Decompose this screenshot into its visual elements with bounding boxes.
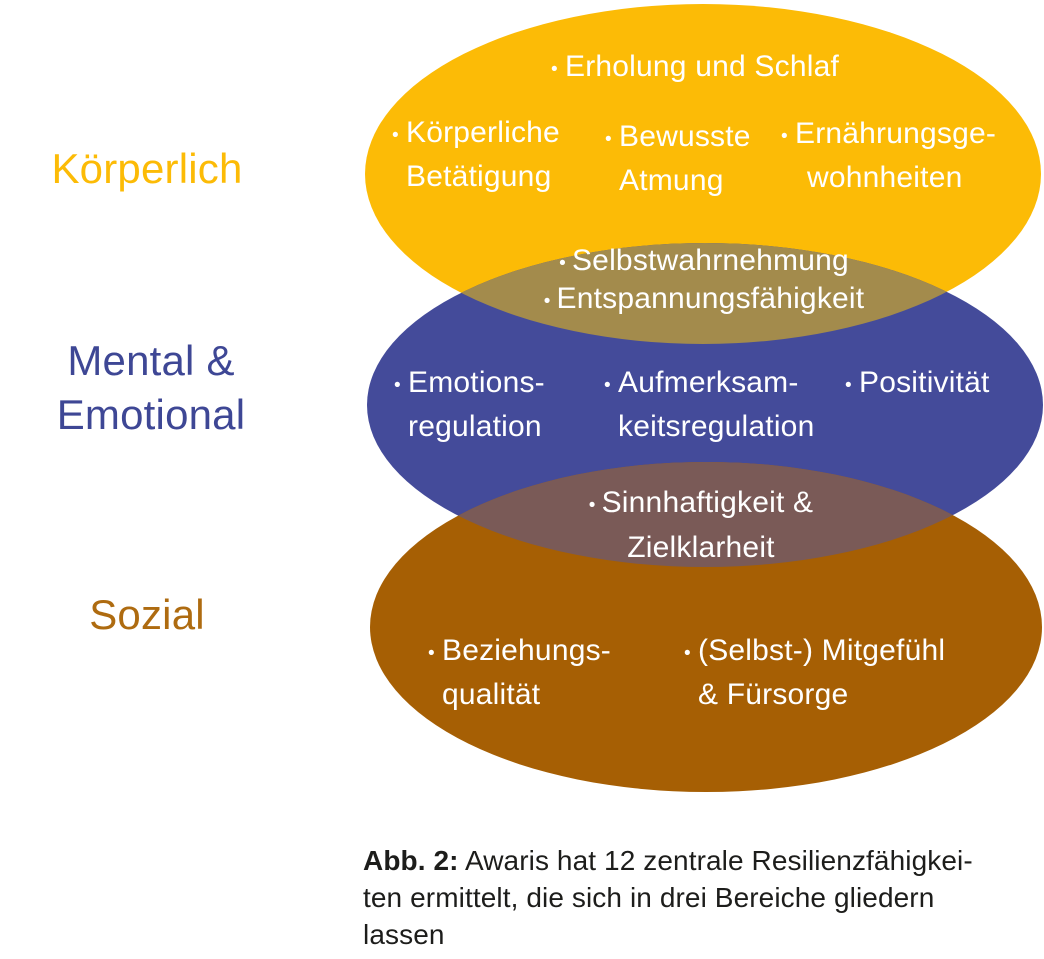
item-beziehungsqualitaet: • Beziehungs- qualität bbox=[428, 630, 611, 715]
item-text: Zielklarheit bbox=[627, 531, 775, 564]
item-erholung-und-schlaf: • Erholung und Schlaf bbox=[551, 46, 839, 90]
bullet-icon: • bbox=[781, 126, 788, 147]
figure-caption-text: Awaris hat 12 zentrale Resilienzfähigkei… bbox=[464, 845, 973, 876]
item-ernaehrungsgewohnheiten: • Ernährungsge- wohnheiten bbox=[781, 113, 996, 198]
item-text: Betätigung bbox=[406, 160, 552, 193]
bullet-icon: • bbox=[551, 59, 558, 80]
item-text: Beziehungs- bbox=[442, 634, 611, 667]
area-label-koerperlich: Körperlich bbox=[51, 145, 243, 192]
bullet-icon: • bbox=[559, 253, 566, 274]
bullet-icon: • bbox=[684, 643, 691, 664]
item-koerperliche-betaetigung: • Körperliche Betätigung bbox=[392, 112, 560, 197]
figure-caption-label: Abb. 2: bbox=[363, 845, 459, 876]
item-text: Selbstwahrnehmung bbox=[571, 244, 849, 277]
item-text: Körperliche bbox=[406, 116, 560, 149]
item-text: keitsregulation bbox=[618, 410, 815, 443]
bullet-icon: • bbox=[392, 125, 399, 146]
bullet-icon: • bbox=[845, 375, 852, 396]
item-selbst-mitgefuehl-fuersorge: • (Selbst-) Mitgefühl & Fürsorge bbox=[684, 630, 945, 715]
item-text: Bewusste bbox=[619, 120, 751, 153]
mental-social-overlap bbox=[370, 462, 1042, 567]
bullet-icon: • bbox=[394, 375, 401, 396]
figure-caption-text: ten ermittelt, die sich in drei Bereiche… bbox=[363, 882, 935, 913]
bullet-icon: • bbox=[604, 375, 611, 396]
figure-caption-text: lassen bbox=[363, 919, 445, 950]
bullet-icon: • bbox=[543, 291, 551, 312]
item-emotionsregulation: • Emotions- regulation bbox=[394, 362, 545, 447]
area-label-line: Emotional bbox=[56, 391, 246, 438]
bullet-icon: • bbox=[588, 495, 596, 516]
item-text: & Fürsorge bbox=[698, 678, 849, 711]
item-text: Sinnhaftigkeit & bbox=[601, 486, 814, 519]
item-selbstwahrnehmung: •Selbstwahrnehmung bbox=[559, 242, 849, 283]
item-text: (Selbst-) Mitgefühl bbox=[698, 634, 946, 667]
item-bewusste-atmung: • Bewusste Atmung bbox=[605, 116, 751, 201]
item-text: Positivität bbox=[859, 366, 990, 399]
area-label-mental-emotional: Mental & Emotional bbox=[57, 334, 246, 442]
physical-ellipse bbox=[365, 4, 1041, 344]
item-aufmerksamkeitsregulation: • Aufmerksam- keitsregulation bbox=[604, 362, 814, 447]
figure-caption: Abb. 2: Awaris hat 12 zentrale Resilienz… bbox=[363, 842, 973, 953]
item-text: Atmung bbox=[619, 164, 724, 197]
item-text: Erholung und Schlaf bbox=[565, 50, 839, 83]
bullet-icon: • bbox=[428, 643, 435, 664]
item-entspannungsfaehigkeit: •Entspannungsfähigkeit bbox=[544, 280, 865, 321]
item-text: wohnheiten bbox=[807, 161, 963, 194]
item-positivitaet: • Positivität bbox=[845, 362, 990, 406]
item-text: Aufmerksam- bbox=[618, 366, 799, 399]
item-text: regulation bbox=[408, 410, 542, 443]
area-label-sozial: Sozial bbox=[89, 591, 205, 638]
area-label-line: Mental & bbox=[67, 337, 235, 384]
item-text: qualität bbox=[442, 678, 541, 711]
item-text: Emotions- bbox=[408, 366, 545, 399]
bullet-icon: • bbox=[605, 129, 612, 150]
item-text: Entspannungsfähigkeit bbox=[556, 282, 865, 315]
item-text: Ernährungsge- bbox=[795, 117, 997, 150]
item-sinnhaftigkeit-zielklarheit: •Sinnhaftigkeit & Zielklarheit bbox=[589, 482, 814, 569]
